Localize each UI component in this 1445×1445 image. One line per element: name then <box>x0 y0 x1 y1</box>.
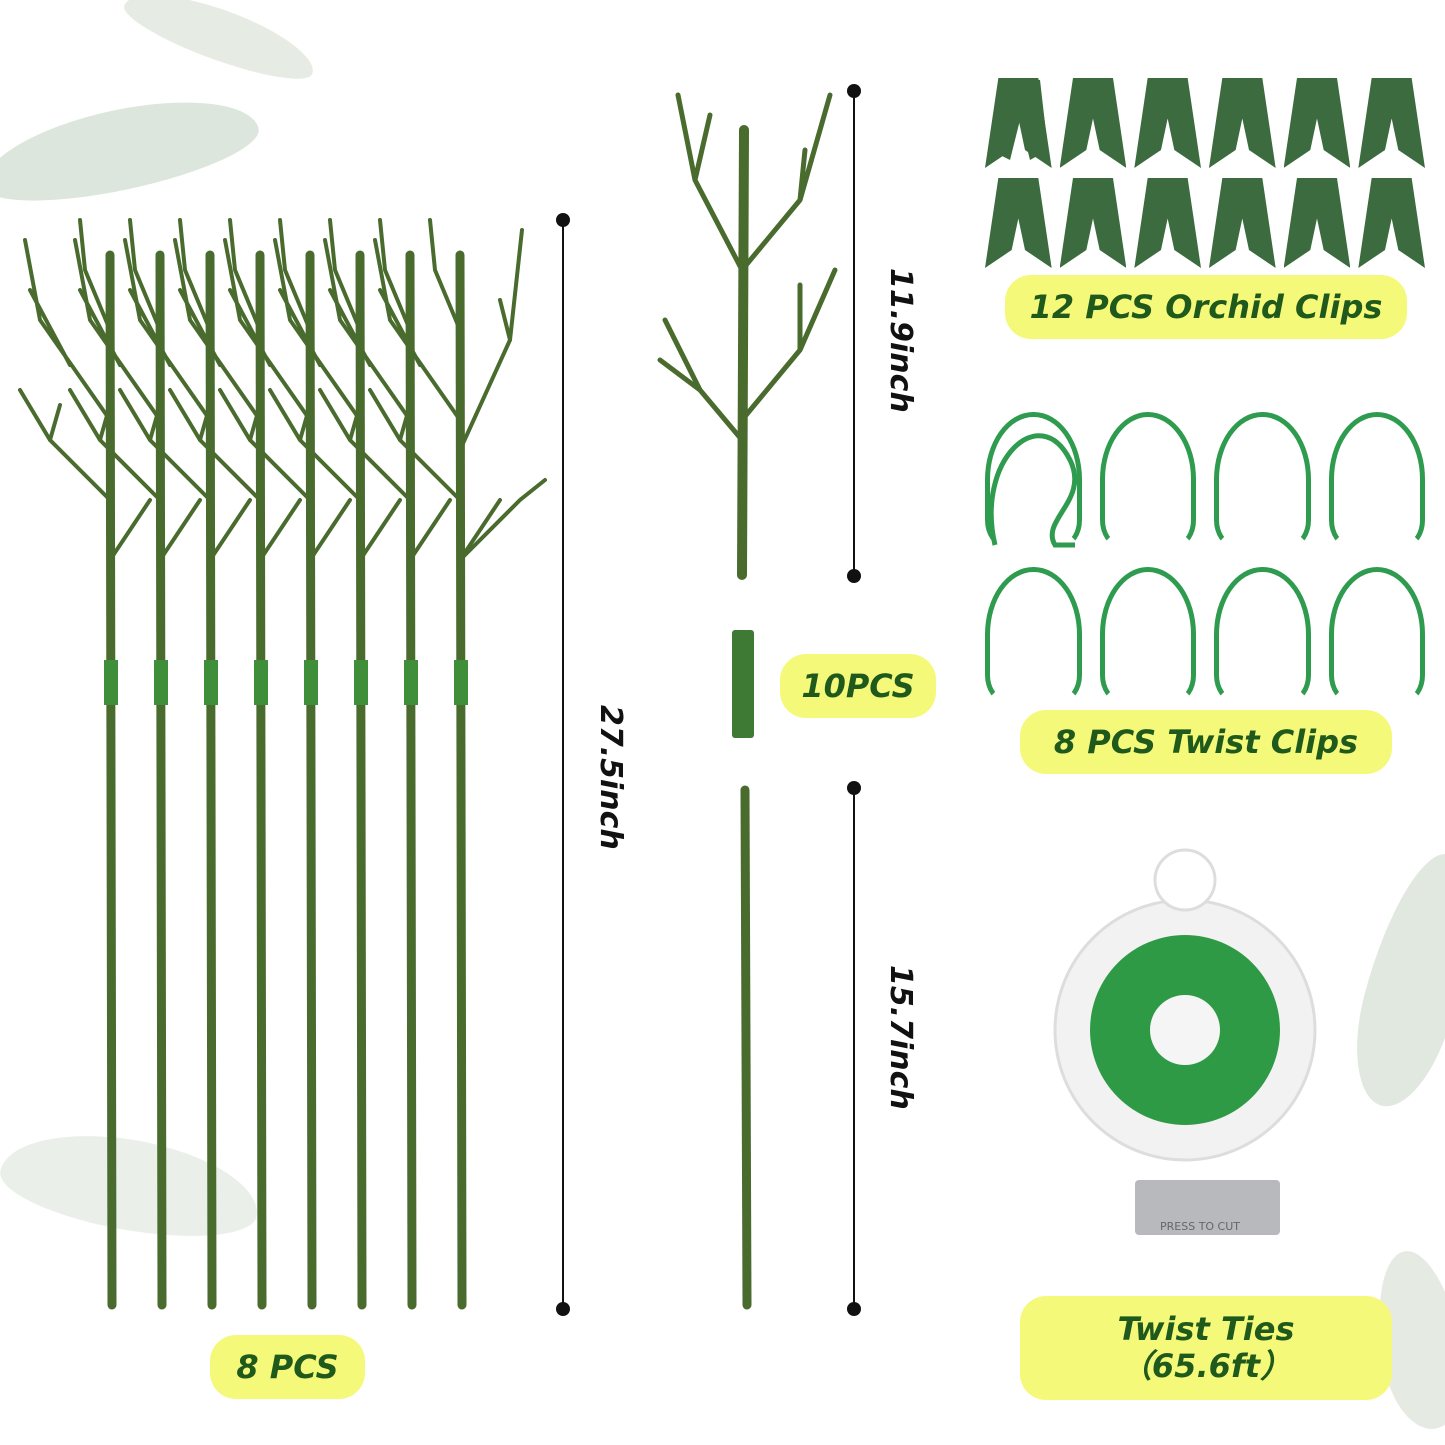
orchid-clip-icon <box>1358 178 1425 268</box>
orchid-clip-icon <box>1208 78 1276 168</box>
stake-length-label: 15.7inch <box>883 965 918 1110</box>
orchid-clip-icon <box>1059 78 1127 168</box>
twist-clip-icon <box>1099 567 1196 702</box>
measure-dot <box>556 1302 570 1316</box>
twist-clip-icon <box>1328 567 1425 702</box>
orchid-clip-icon <box>1134 178 1201 268</box>
orchid-clip-icon <box>985 78 1052 168</box>
twist-clip-icon <box>985 412 1082 547</box>
connector-quantity-label: 10PCS <box>780 654 936 718</box>
twist-clips-grid <box>985 412 1425 702</box>
orchid-clip-icon <box>985 178 1052 268</box>
total-length-label: 27.5inch <box>593 705 628 850</box>
orchid-clips-label: 12 PCS Orchid Clips <box>1005 275 1407 339</box>
measure-line-top <box>853 91 855 576</box>
stake <box>18 218 152 1310</box>
twist-clip-icon <box>985 567 1082 702</box>
measure-line-bottom <box>853 788 855 1308</box>
orchid-clip-icon <box>1208 178 1276 268</box>
twist-clip-icon <box>1099 412 1196 547</box>
twist-clip-icon <box>1214 412 1311 547</box>
twist-ties-length: （65.6ft） <box>1119 1347 1293 1385</box>
stakes-quantity-label: 8 PCS <box>210 1335 365 1399</box>
twist-clip-icon <box>1328 412 1425 547</box>
twist-ties-title: Twist Ties <box>1117 1310 1295 1349</box>
orchid-clip-icon <box>1283 78 1351 168</box>
measure-dot <box>847 569 861 583</box>
orchid-clips-grid <box>985 78 1425 268</box>
orchid-clip-icon <box>1358 78 1425 168</box>
twist-ties-label: Twist Ties （65.6ft） <box>1020 1296 1392 1400</box>
orchid-clip-icon <box>1059 178 1127 268</box>
orchid-clip-icon <box>1134 78 1201 168</box>
cutter-plate <box>1135 1180 1280 1235</box>
measure-line-total <box>562 220 564 1308</box>
orchid-clip-icon <box>1283 178 1351 268</box>
branch-length-label: 11.9inch <box>883 268 918 413</box>
measure-dot <box>847 1302 861 1316</box>
twist-clip-icon <box>1214 567 1311 702</box>
twist-clips-label: 8 PCS Twist Clips <box>1020 710 1392 774</box>
cutter-text: PRESS TO CUT <box>1160 1220 1240 1233</box>
